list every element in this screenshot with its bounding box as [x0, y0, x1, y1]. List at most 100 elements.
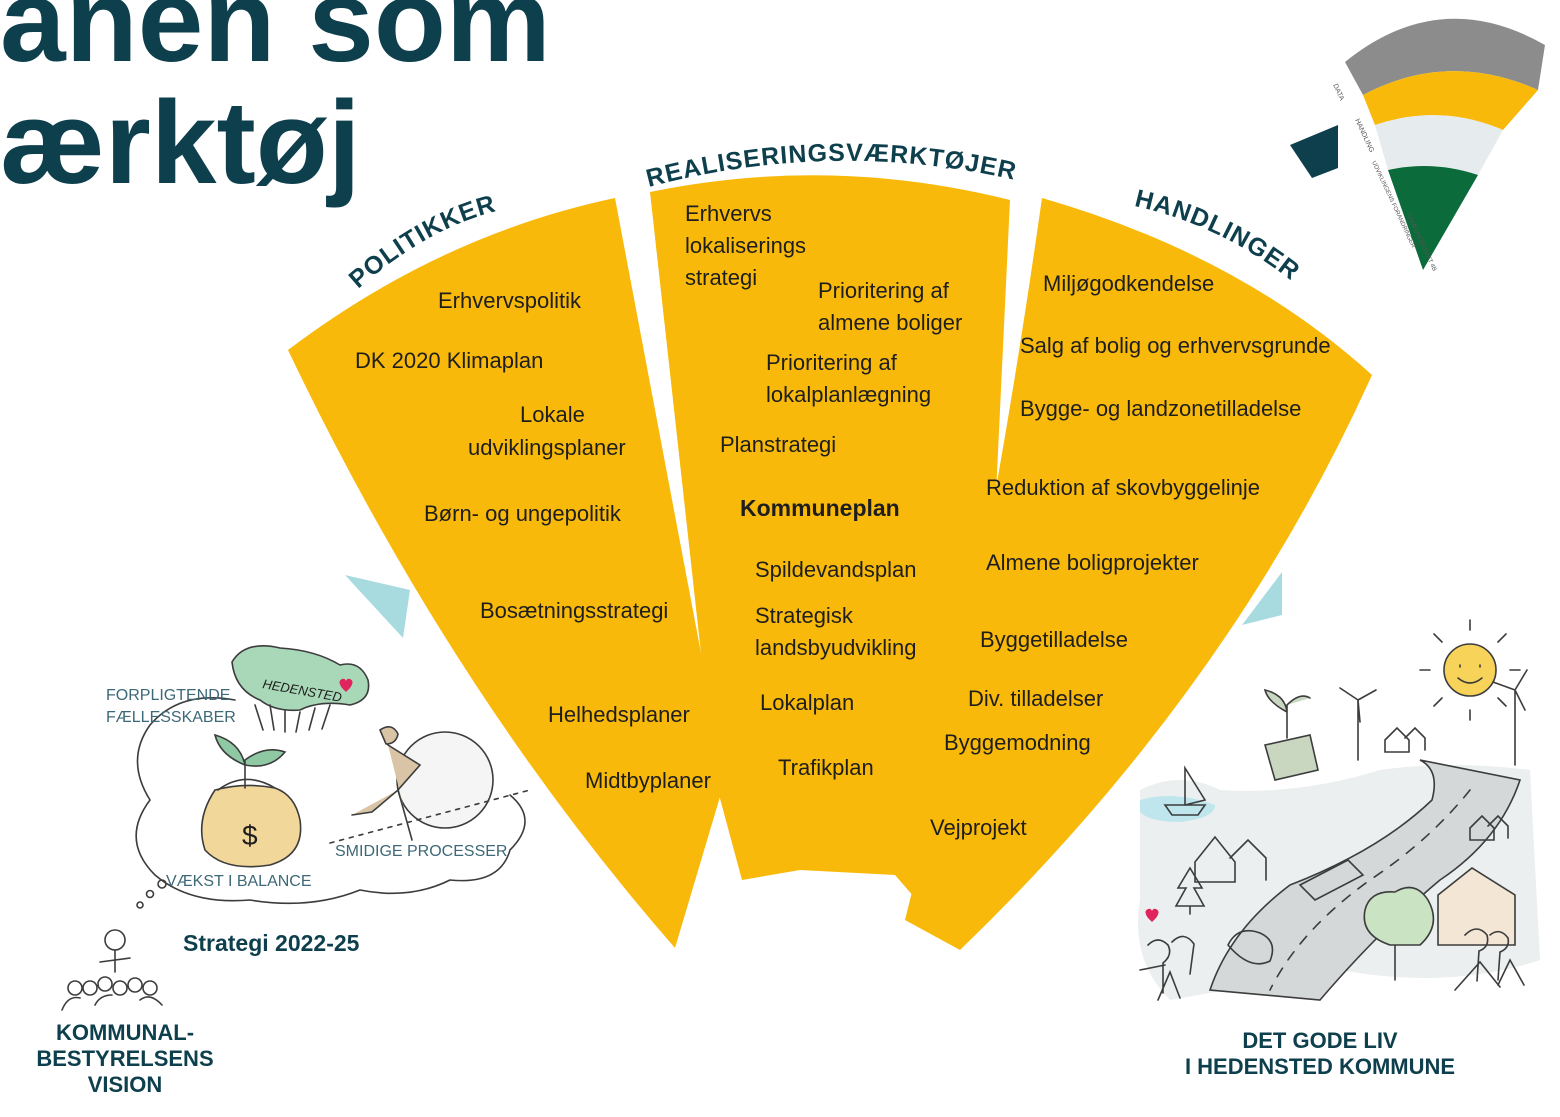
right-illustration: [1138, 619, 1540, 1001]
politikker-item: Erhvervspolitik: [438, 288, 582, 313]
realisering-item: Spildevandsplan: [755, 557, 916, 582]
raised-hands-icon: [254, 704, 331, 733]
realisering-item: almene boliger: [818, 310, 962, 335]
person-pushing-icon: [351, 726, 422, 841]
sector-politikker: [288, 198, 725, 948]
caption-line: KOMMUNAL-: [55, 1020, 195, 1045]
realisering-item: Erhvervs: [685, 201, 772, 226]
caption-line: BESTYRELSENS: [36, 1046, 214, 1071]
mini-fan: DATA HANDLING UDVIKLINGENS FORANDRINGER …: [1290, 18, 1545, 272]
politikker-item: Helhedsplaner: [548, 702, 690, 727]
tree-icon: [1174, 866, 1206, 915]
sun-icon: [1443, 643, 1497, 697]
ground-line: [329, 789, 531, 844]
crowd-person: [97, 976, 113, 992]
thought-bubble: [136, 901, 144, 909]
right-arrow-triangle: [1242, 572, 1282, 625]
crowd-person: [67, 980, 83, 996]
politikker-item: Midtbyplaner: [585, 768, 711, 793]
label-smidige-processer: SMIDIGE PROCESSER: [335, 843, 508, 860]
heart-icon: [1145, 908, 1159, 922]
caption-line: I HEDENSTED KOMMUNE: [1184, 1054, 1456, 1079]
politikker-item: DK 2020 Klimaplan: [355, 348, 543, 373]
politikker-item: Børn- og ungepolitik: [424, 501, 622, 526]
truck-icon: [1298, 859, 1365, 901]
realisering-item: Trafikplan: [778, 755, 874, 780]
caption-line: VISION: [87, 1072, 163, 1097]
heart-icon: [339, 678, 353, 692]
handlinger-item: Reduktion af skovbyggelinje: [986, 475, 1260, 500]
label-strategi-2022-25: Strategi 2022-25: [183, 930, 360, 956]
houses-icon: [1384, 726, 1426, 753]
politikker-item: Lokale: [520, 402, 585, 427]
mini-fan-pointer: [1290, 125, 1338, 178]
thought-cloud-outline: [135, 697, 526, 905]
handlinger-item: Div. tilladelser: [968, 686, 1103, 711]
car-icon: [1227, 929, 1274, 965]
thought-bubble: [145, 889, 155, 899]
handlinger-item: Salg af bolig og erhvervsgrunde: [1020, 333, 1331, 358]
page-title-line-1: anen som: [0, 0, 551, 87]
caption-det-gode-liv: DET GODE LIV I HEDENSTED KOMMUNE: [1140, 1028, 1500, 1080]
page-title-line-2: ærktøj: [0, 77, 361, 209]
politikker-item: udviklingsplaner: [468, 435, 626, 460]
handlinger-item: Byggetilladelse: [980, 627, 1128, 652]
realisering-item: Prioritering af: [818, 278, 950, 303]
mini-fan-band-data: [1345, 18, 1545, 96]
speaker-head: [104, 929, 126, 951]
houses-icon: [1194, 835, 1267, 883]
sector-realiseringsvaerktojer: [650, 175, 1010, 950]
crowd-person: [82, 980, 98, 996]
mini-fan-band-samfundskraft: [1388, 166, 1478, 270]
realisering-item: lokaliserings: [685, 233, 806, 258]
label-vaekst-i-balance: VÆKST I BALANCE: [166, 873, 312, 890]
sun-rays: [1419, 619, 1521, 721]
handlinger-item: Bygge- og landzonetilladelse: [1020, 396, 1301, 421]
dollar-sign-icon: $: [242, 820, 258, 851]
realisering-item: landsbyudvikling: [755, 635, 916, 660]
realisering-item: Prioritering af: [766, 350, 898, 375]
mini-fan-band-forandringer: [1375, 115, 1503, 175]
handlinger-item: Miljøgodkendelse: [1043, 271, 1214, 296]
wind-turbine-icon: [1339, 687, 1377, 761]
smiley-face: [1457, 664, 1483, 684]
road-markings: [1269, 789, 1471, 991]
realisering-item: strategi: [685, 265, 757, 290]
handlinger-item: Byggemodning: [944, 730, 1091, 755]
crowd-person: [127, 977, 143, 993]
house-large-icon: [1437, 867, 1516, 946]
handlinger-item: Vejprojekt: [930, 815, 1027, 840]
mini-fan-label-handling: HANDLING: [1353, 118, 1375, 154]
left-illustration: HEDENSTED $: [61, 645, 531, 1011]
hedensted-map-shape: [231, 645, 370, 712]
realisering-item-kommuneplan: Kommuneplan: [740, 495, 900, 521]
sector-handlinger: [905, 198, 1372, 950]
realisering-item: lokalplanlægning: [766, 382, 931, 407]
politikker-item: Bosætningsstrategi: [480, 598, 668, 623]
handlinger-item: Almene boligprojekter: [986, 550, 1199, 575]
realisering-item: Strategisk: [755, 603, 854, 628]
crowd-person: [142, 980, 158, 996]
thought-bubble: [157, 879, 167, 889]
left-arrow-triangle: [345, 575, 410, 638]
wind-turbine-icon: [1492, 669, 1528, 766]
people-left-icon: [1139, 935, 1195, 1001]
people-right-icon: [1454, 928, 1525, 991]
mini-fan-label-data: DATA: [1331, 83, 1345, 102]
label-faellesskaber: FÆLLESSKABER: [106, 709, 236, 726]
caption-kommunalbestyrelsens-vision: KOMMUNAL- BESTYRELSENS VISION: [0, 1020, 250, 1098]
caption-line: DET GODE LIV: [1242, 1028, 1398, 1053]
houses-icon: [1469, 814, 1509, 841]
crowd-person: [112, 980, 128, 996]
mini-fan-band-handling: [1363, 71, 1538, 130]
crowd-shoulders: [61, 994, 163, 1011]
plant-building-icon: [1263, 688, 1319, 781]
seedling-icon: [213, 733, 287, 789]
speaker-body: [99, 949, 131, 973]
boulder-icon: [396, 731, 494, 829]
tree-icon: [1363, 886, 1435, 981]
label-forpligtende: FORPLIGTENDE: [106, 687, 231, 704]
realisering-item: Lokalplan: [760, 690, 854, 715]
realisering-item: Planstrategi: [720, 432, 836, 457]
